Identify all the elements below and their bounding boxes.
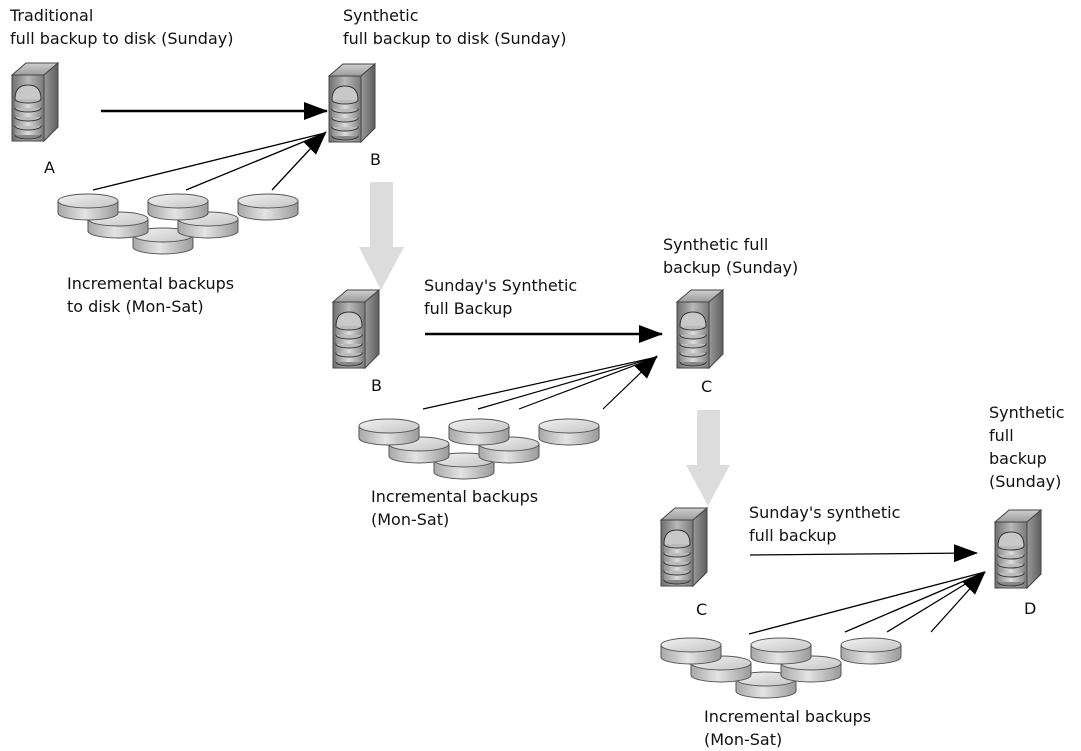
server-d-letter: D bbox=[1024, 599, 1036, 618]
stage2-target-title: Synthetic full backup (Sunday) bbox=[663, 235, 798, 277]
server-a-letter: A bbox=[44, 158, 55, 177]
server-b-letter: B bbox=[370, 150, 381, 169]
server-c2-icon bbox=[660, 507, 708, 587]
stage2-incremental-disks bbox=[359, 419, 599, 479]
stage1-incremental-arrows bbox=[92, 131, 327, 191]
stage3-incremental-arrows bbox=[748, 571, 986, 635]
stage1-incrementals-label: Incremental backups to disk (Mon-Sat) bbox=[67, 274, 239, 316]
server-c2-letter: C bbox=[696, 600, 707, 619]
server-b2-icon bbox=[332, 289, 380, 369]
stage1-source-title: Traditional full backup to disk (Sunday) bbox=[9, 6, 233, 48]
stage3-incrementals-label: Incremental backups (Mon-Sat) bbox=[704, 707, 876, 749]
synthetic-c-to-d-arrow bbox=[749, 544, 978, 563]
stage1-incremental-disks bbox=[58, 194, 298, 254]
server-a-icon bbox=[11, 62, 59, 142]
stage3-target-title: Synthetic full backup (Sunday) bbox=[989, 403, 1070, 491]
stage3-source-title: Sunday's synthetic full backup bbox=[749, 503, 906, 545]
stage2-incrementals-label: Incremental backups (Mon-Sat) bbox=[371, 487, 543, 529]
stage3-incremental-disks bbox=[661, 638, 901, 698]
stage2-source-title: Sunday's Synthetic full Backup bbox=[424, 276, 582, 318]
transition-down-arrow-2 bbox=[686, 410, 730, 506]
server-b2-letter: B bbox=[371, 376, 382, 395]
server-b-icon bbox=[328, 63, 376, 143]
server-d-icon bbox=[994, 509, 1042, 589]
server-c-letter: C bbox=[701, 377, 712, 396]
transition-down-arrow-1 bbox=[359, 182, 404, 290]
server-c-icon bbox=[676, 289, 724, 369]
stage2-incremental-arrows bbox=[422, 355, 658, 410]
stage1-target-title: Synthetic full backup to disk (Sunday) bbox=[343, 6, 566, 48]
